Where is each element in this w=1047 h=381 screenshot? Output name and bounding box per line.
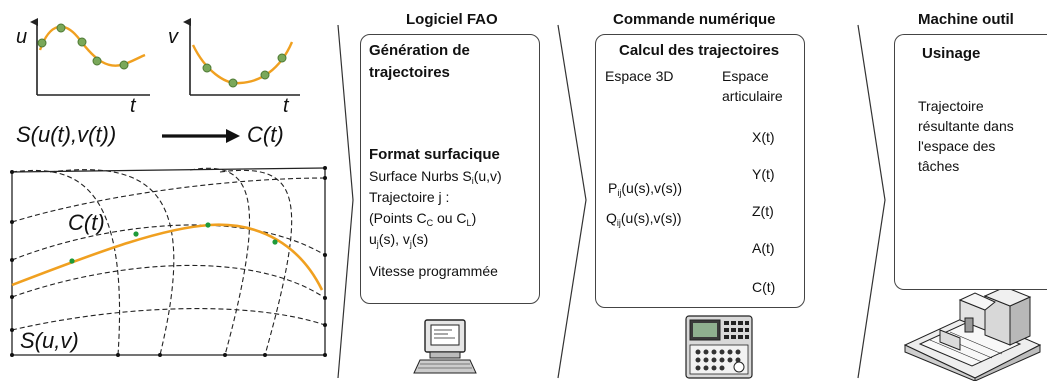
cnc-output: Y(t) xyxy=(752,166,775,182)
machine-desc: Trajectoire xyxy=(918,98,984,114)
cnc-col-joint: Espace xyxy=(722,68,769,84)
u-plot xyxy=(30,18,150,96)
cam-box xyxy=(360,34,540,304)
surface-label: S(u,v) xyxy=(20,328,79,353)
v-curve xyxy=(191,41,294,85)
surface-patch xyxy=(10,166,327,357)
t-axis-label: t xyxy=(130,95,136,117)
cam-points: (Points CC ou CL) xyxy=(369,210,477,228)
image-curve-label: C(t) xyxy=(247,122,284,147)
control-point xyxy=(228,78,238,88)
cnc-box xyxy=(595,34,805,308)
cam-trajectory: Trajectoire j : xyxy=(369,189,450,205)
computer-icon xyxy=(413,319,477,374)
cnc-panel-icon xyxy=(685,315,753,379)
u-curve xyxy=(38,25,146,67)
header-cnc: Commande numérique xyxy=(613,11,776,28)
control-point xyxy=(92,56,102,66)
control-point xyxy=(260,70,270,80)
cam-uv: uj(s), vj(s) xyxy=(369,231,429,249)
machine-tool-icon xyxy=(903,286,1042,381)
machine-desc: l'espace des xyxy=(918,138,996,154)
cnc-output: Z(t) xyxy=(752,203,774,219)
header-cam: Logiciel FAO xyxy=(406,11,498,28)
cam-title: Génération de xyxy=(369,42,470,59)
cam-title: trajectoires xyxy=(369,64,450,81)
mapping-arrow xyxy=(162,129,240,143)
cnc-output: X(t) xyxy=(752,129,775,145)
cnc-output: C(t) xyxy=(752,279,776,295)
v-plot xyxy=(183,18,300,96)
cnc-q-term: Qij(u(s),v(s)) xyxy=(606,210,682,228)
control-point xyxy=(202,63,212,73)
cam-section: Format surfacique xyxy=(369,146,500,163)
cnc-output: A(t) xyxy=(752,240,775,256)
cnc-title: Calcul des trajectoires xyxy=(619,42,780,59)
control-point xyxy=(56,23,66,33)
trajectory-points xyxy=(69,222,278,264)
parametric-curve-label: S(u(t),v(t)) xyxy=(16,122,117,147)
cam-surface-nurbs: Surface Nurbs Si(u,v) xyxy=(369,168,502,186)
control-point xyxy=(77,37,87,47)
cnc-p-term: Pij(u(s),v(s)) xyxy=(608,180,682,198)
machine-desc: résultante dans xyxy=(918,118,1014,134)
cam-speed: Vitesse programmée xyxy=(369,263,498,279)
cnc-col-3d: Espace 3D xyxy=(605,68,674,84)
machine-desc: tâches xyxy=(918,158,960,174)
cnc-col-joint: articulaire xyxy=(722,88,783,104)
control-point xyxy=(277,53,287,63)
flow-chevrons xyxy=(337,24,886,379)
control-point xyxy=(119,60,129,70)
control-point xyxy=(37,38,47,48)
t-axis-label: t xyxy=(283,95,289,117)
machine-title: Usinage xyxy=(922,45,981,62)
machine-box xyxy=(894,34,1047,290)
curve-label: C(t) xyxy=(68,210,105,235)
header-machine: Machine outil xyxy=(918,11,1014,28)
v-axis-label: v xyxy=(168,26,178,48)
boundary-nodes xyxy=(10,166,327,357)
u-axis-label: u xyxy=(16,26,28,48)
